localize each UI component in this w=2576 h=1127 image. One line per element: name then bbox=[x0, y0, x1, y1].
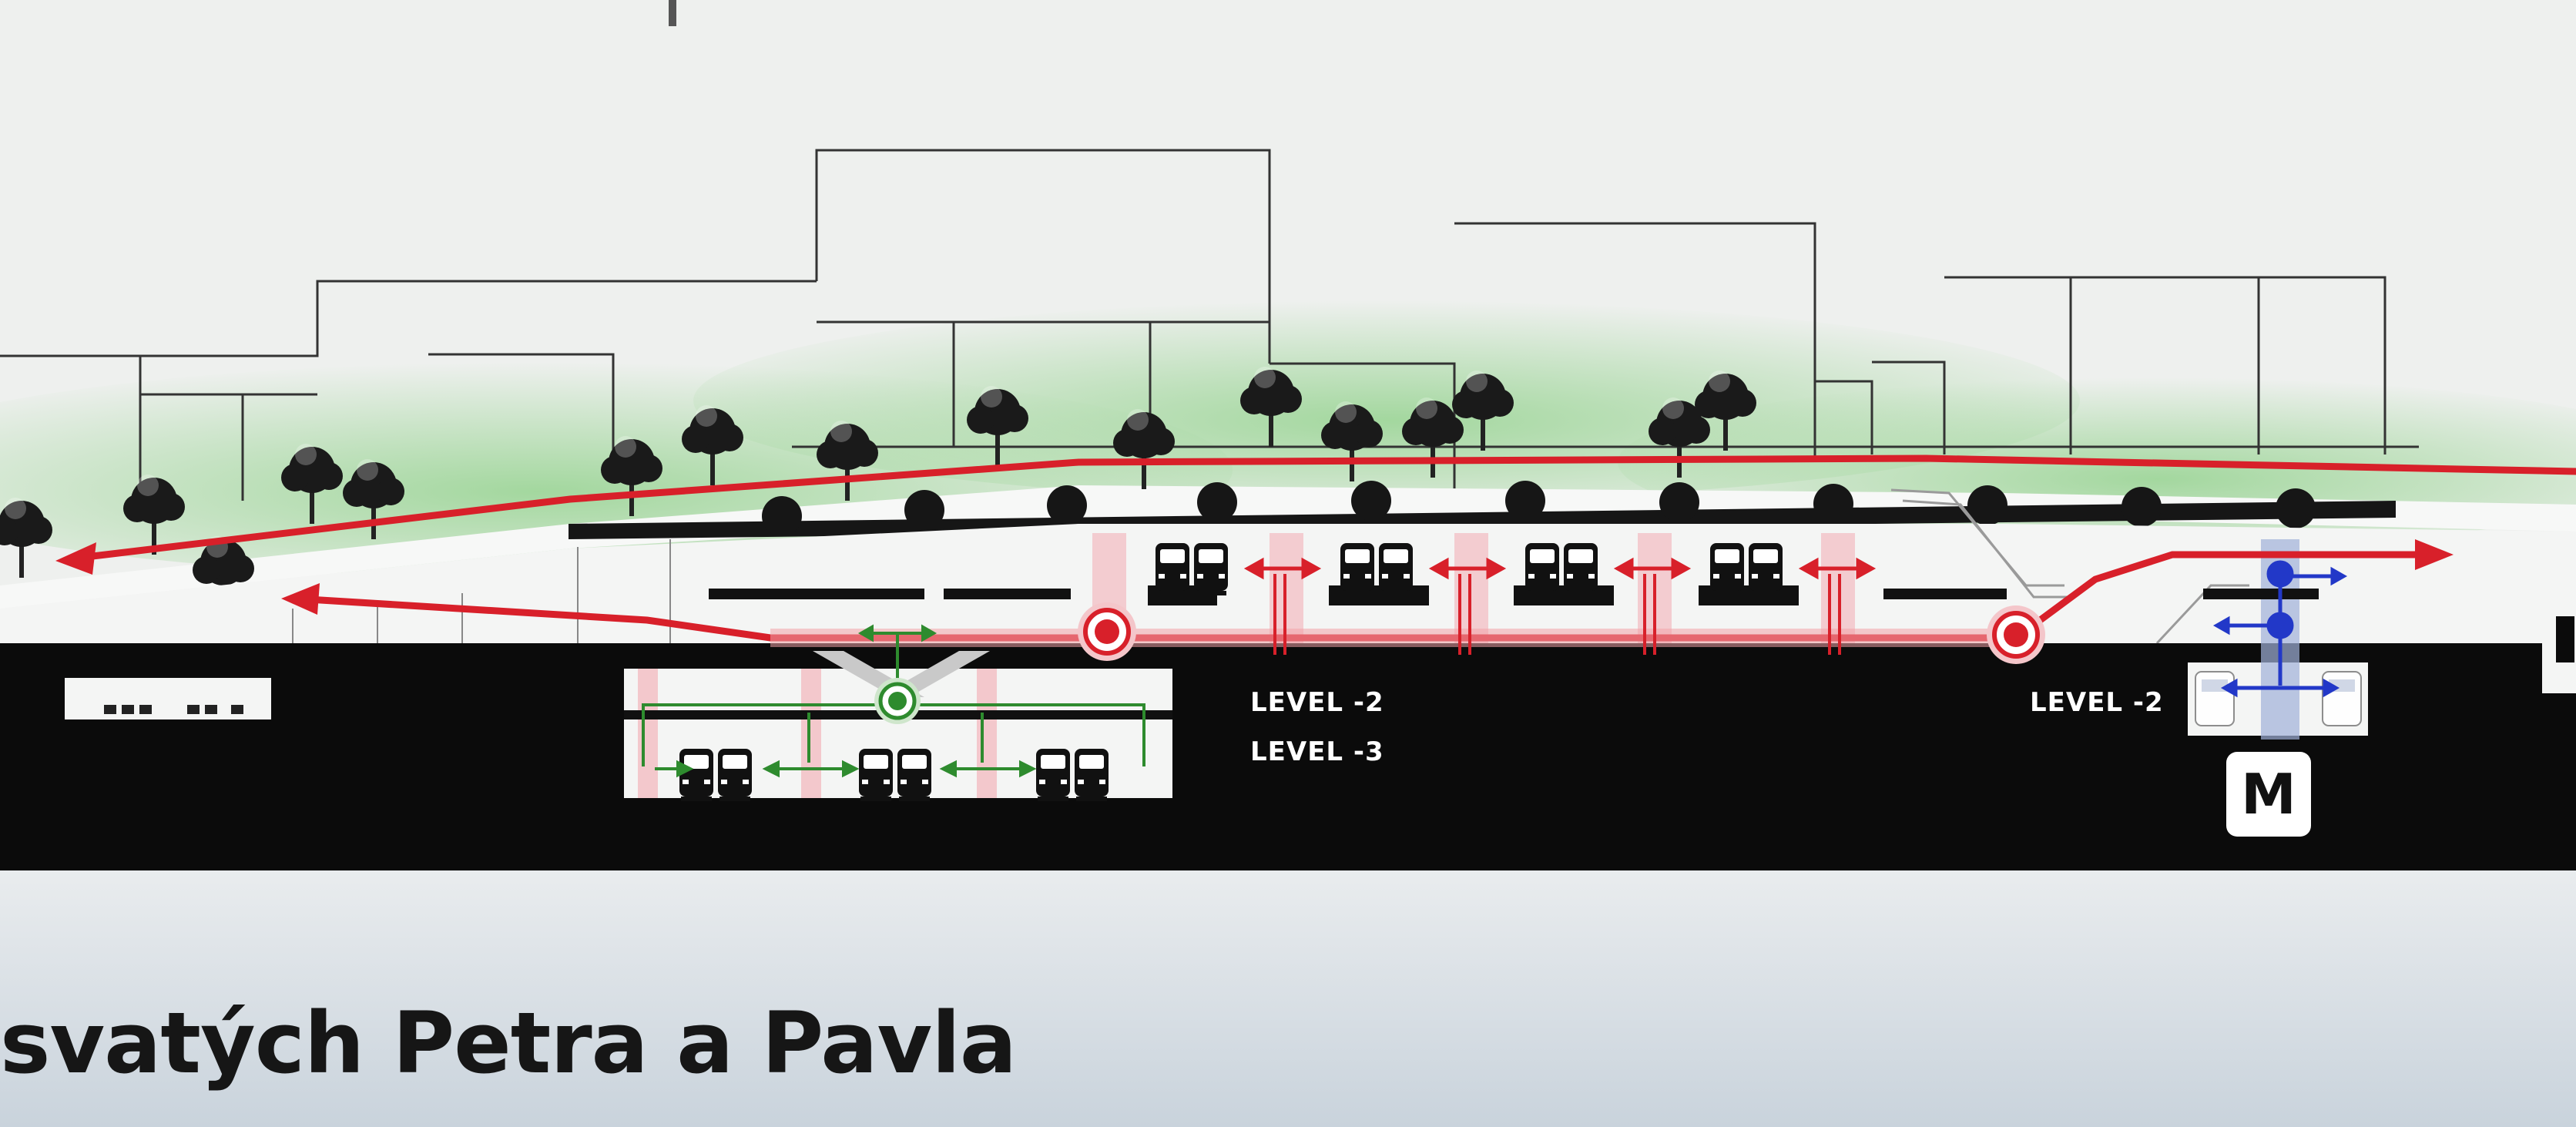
left-small-box-marks bbox=[104, 705, 243, 714]
bus-icon bbox=[1379, 543, 1413, 595]
metro-symbol: M bbox=[2241, 762, 2296, 827]
red-verticals bbox=[1273, 574, 1841, 655]
bus-icon bbox=[1194, 543, 1228, 595]
metro-icon: M bbox=[2226, 752, 2311, 837]
building-outlines bbox=[0, 149, 2419, 508]
blue-routes bbox=[2212, 560, 2348, 698]
bus-icon bbox=[859, 749, 893, 801]
red-double-arrows bbox=[1243, 557, 1877, 580]
platform-slabs bbox=[709, 585, 2319, 605]
underground-mass bbox=[0, 643, 2576, 870]
bus-icon bbox=[1075, 749, 1109, 801]
right-edge-glyph bbox=[2556, 616, 2574, 662]
green-arrows bbox=[655, 624, 1037, 778]
lower-pillars bbox=[638, 669, 997, 798]
elevator-icon bbox=[1987, 605, 2045, 664]
bus-icon bbox=[1340, 543, 1374, 595]
level-label-left-2: LEVEL -2 bbox=[1250, 687, 1384, 718]
elevator-icon bbox=[874, 678, 921, 724]
bus-icon bbox=[897, 749, 931, 801]
level-label-left-3: LEVEL -3 bbox=[1250, 736, 1384, 767]
bus-icon bbox=[1525, 543, 1559, 595]
bus-icon bbox=[1156, 543, 1189, 595]
bus-icon bbox=[1749, 543, 1783, 595]
metro-icon bbox=[2322, 671, 2362, 726]
level-label-right-2: LEVEL -2 bbox=[2030, 687, 2164, 718]
metro-icon bbox=[2195, 671, 2235, 726]
bus-icon bbox=[718, 749, 752, 801]
red-arrowheads bbox=[55, 539, 2454, 615]
escalator-icon bbox=[1890, 488, 2249, 645]
bus-icon bbox=[1710, 543, 1744, 595]
lower-background bbox=[0, 870, 2576, 1127]
elevator-icon bbox=[1078, 602, 1136, 661]
page-title: svatých Petra a Pavla bbox=[0, 994, 1017, 1092]
bus-icon bbox=[679, 749, 713, 801]
bus-icon bbox=[1564, 543, 1598, 595]
pole-fragment bbox=[669, 0, 676, 26]
bus-icon bbox=[1036, 749, 1070, 801]
